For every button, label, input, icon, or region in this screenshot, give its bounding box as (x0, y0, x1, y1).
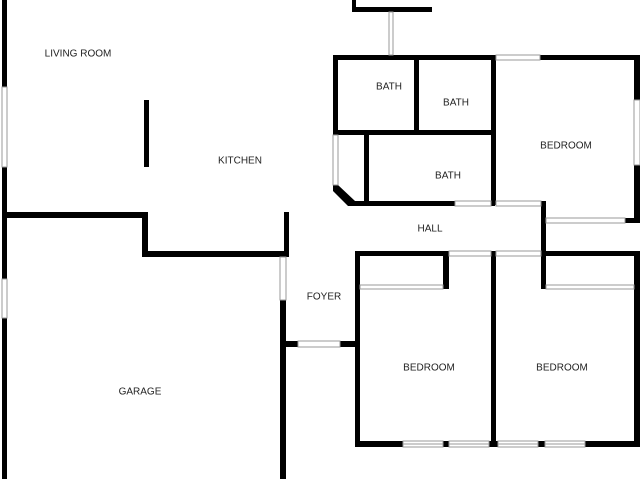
opening-bath-left (332, 134, 339, 186)
wall-kitchen-stub (144, 100, 149, 167)
wall-left-lower (2, 318, 7, 479)
wall-bedroom3-top (541, 251, 640, 256)
window-garage-left (1, 278, 8, 319)
label-bath-1: BATH (376, 82, 402, 93)
wall-foyer-upper-stub (284, 212, 289, 257)
wall-bath-corner (333, 185, 355, 206)
wall-bedroom1-right-lower (634, 165, 640, 220)
label-garage: GARAGE (119, 387, 162, 398)
label-bedroom-1: BEDROOM (540, 141, 592, 152)
wall-garage-top-left (2, 212, 148, 218)
wall-garage-step (142, 212, 148, 257)
wall-foyer-door-left (280, 341, 298, 347)
opening-foyer-door (297, 340, 341, 348)
wall-left-upper (2, 0, 7, 87)
opening-bedroom3-door (495, 250, 542, 257)
window-living-left (1, 86, 8, 168)
wall-closet-top (625, 218, 640, 223)
label-bedroom-3: BEDROOM (536, 363, 588, 374)
wall-bedroom2-closet (443, 251, 449, 289)
opening-hall-door-1 (454, 200, 492, 207)
opening-hall-door-2 (495, 200, 542, 207)
wall-bath-left (333, 55, 338, 135)
wall-top-segment (352, 7, 432, 12)
wall-bath-right (491, 55, 496, 205)
wall-bath-inner-left (364, 130, 369, 205)
wall-bedroom1-top (540, 55, 640, 60)
label-foyer: FOYER (307, 292, 341, 303)
windows (1, 11, 640, 448)
wall-bedroom2-top-left (355, 251, 450, 256)
wall-bath-bottom (355, 201, 495, 206)
wall-left-mid (2, 167, 7, 279)
wall-closet-divider (541, 201, 546, 289)
label-bath-3: BATH (435, 171, 461, 182)
opening-bedroom1-top (495, 54, 541, 61)
wall-foyer-door-right (340, 341, 358, 347)
wall-top-stub (352, 0, 356, 10)
wall-bedroom1-right (634, 55, 640, 100)
opening-closet-top (545, 217, 626, 224)
wall-garage-right (280, 300, 286, 479)
wall-bedroom-divider (491, 251, 496, 447)
label-kitchen: KITCHEN (218, 156, 262, 167)
opening-garage-door (279, 256, 287, 301)
label-bedroom-2: BEDROOM (403, 363, 455, 374)
wall-bedroom3-right (634, 251, 640, 447)
wall-bedroom2-left (355, 251, 360, 447)
opening-top-post (388, 11, 394, 56)
opening-bedroom2-closet (359, 284, 444, 290)
wall-bath-divider-1 (414, 55, 419, 135)
opening-bedroom2-door (448, 250, 492, 257)
wall-garage-top-right (142, 251, 288, 257)
opening-bedroom3-closet (545, 284, 635, 290)
window-bedroom1-right (633, 99, 640, 166)
wall-bedroom3-closet (541, 251, 546, 289)
label-bath-2: BATH (443, 98, 469, 109)
label-hall: HALL (417, 224, 442, 235)
label-living-room: LIVING ROOM (45, 49, 112, 60)
room-labels: LIVING ROOM KITCHEN GARAGE FOYER HALL BA… (45, 49, 592, 398)
